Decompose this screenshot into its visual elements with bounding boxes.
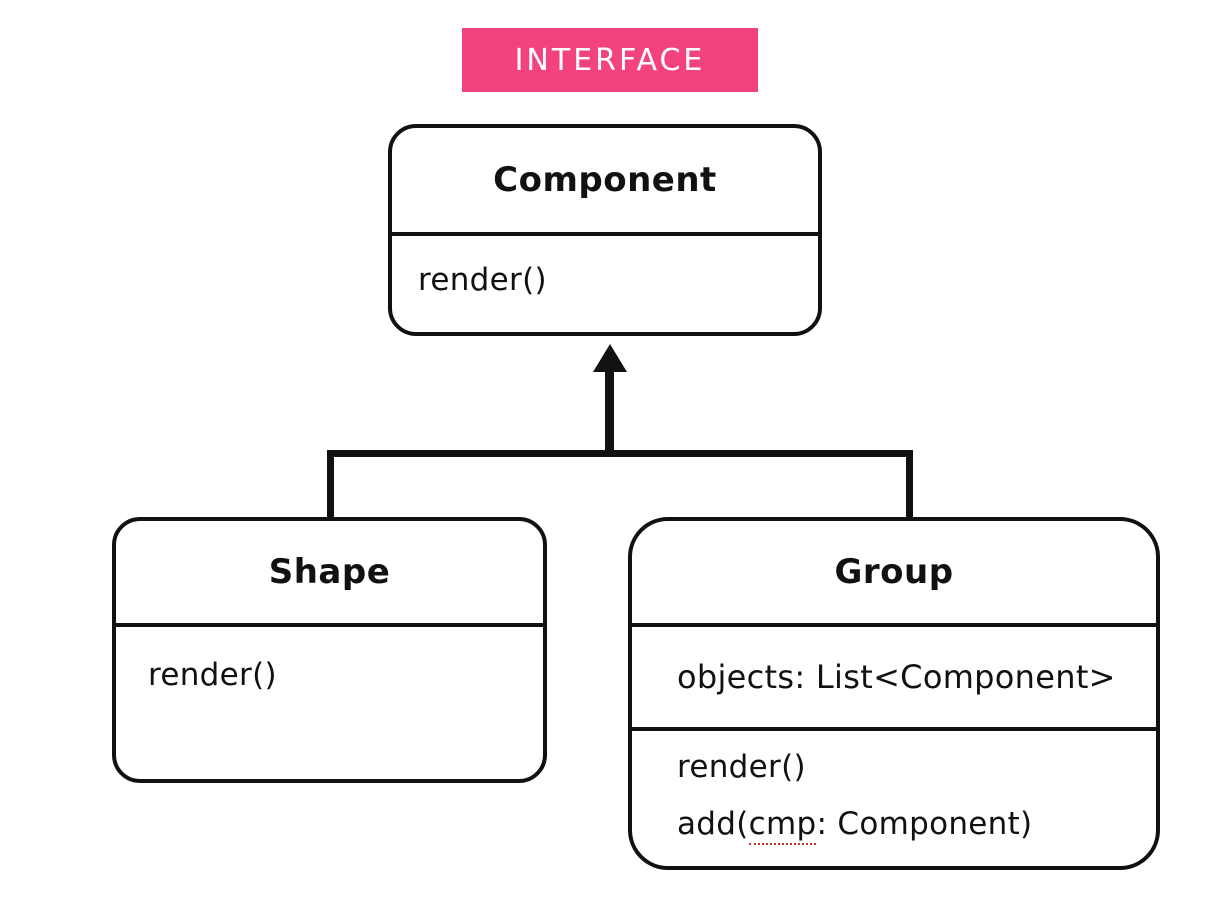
class-title-shape: Shape [116,521,543,627]
connector-left-drop-line [327,450,334,519]
class-box-shape: Shape render() [112,517,547,783]
class-box-component: Component render() [388,124,822,336]
group-method-render: render() [677,749,806,785]
interface-badge: INTERFACE [462,28,758,92]
shape-methods-section: render() [116,627,543,697]
class-title-component: Component [392,128,818,236]
inheritance-arrow-head [593,344,627,372]
shape-method-render: render() [148,657,277,693]
group-attribute-objects: objects: List<Component> [677,657,1116,696]
class-box-group: Group objects: List<Component> render() … [628,517,1160,870]
class-title-group: Group [632,521,1156,627]
group-method-add: add(cmp: Component) [677,796,1156,853]
add-method-arg-spellcheck: cmp [748,806,817,845]
component-methods-section: render() [392,236,818,302]
group-attributes-section: objects: List<Component> [632,627,1156,731]
add-method-suffix: : Component) [816,806,1033,842]
inheritance-arrow-shaft [605,370,614,455]
group-methods-section: render() add(cmp: Component) [632,731,1156,853]
connector-horizontal-line [327,450,913,457]
connector-right-drop-line [906,450,913,519]
add-method-prefix: add( [677,806,749,842]
component-method-render: render() [418,262,547,298]
